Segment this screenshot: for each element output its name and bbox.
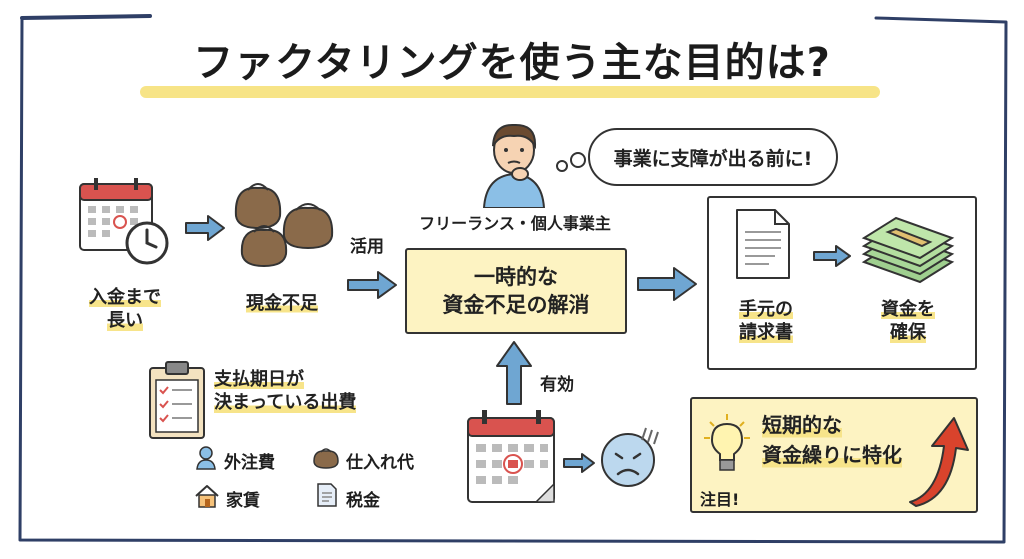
arrow-right-5 [563, 453, 595, 473]
clipboard-icon [149, 361, 205, 439]
center-goal-box: 一時的な 資金不足の解消 [405, 248, 627, 334]
arrow-up [496, 341, 532, 405]
money-stack-icon [861, 216, 955, 284]
person-small-icon [196, 446, 216, 470]
expense-outsourcing: 外注費 [224, 453, 275, 473]
effective-label: 有効 [540, 375, 574, 395]
use-label: 活用 [350, 237, 384, 257]
thought-bubble: 事業に支障が出る前に! [588, 128, 838, 186]
person-icon [482, 123, 546, 208]
cash-shortage-label: 現金不足 [246, 293, 318, 314]
document-icon [736, 209, 790, 279]
expense-tax: 税金 [346, 491, 380, 511]
tip-text: 短期的な 資金繰りに特化 [762, 410, 902, 470]
invoice-label: 手元の 請求書 [739, 298, 793, 345]
expense-purchasing: 仕入れ代 [346, 453, 414, 473]
worried-face-icon [601, 427, 659, 487]
calendar-bottom-icon [467, 410, 555, 503]
long-wait-label: 入金まで 長い [89, 286, 161, 333]
clock-icon [125, 221, 169, 265]
expense-rent: 家賃 [226, 491, 260, 511]
arrow-right-1 [185, 215, 225, 241]
up-arrow-icon [909, 417, 969, 507]
tax-document-icon [317, 483, 337, 507]
coin-purse-small-icon [313, 448, 339, 469]
arrow-right-3 [637, 267, 697, 301]
tip-note: 注目! [700, 490, 740, 509]
secure-funds-label: 資金を 確保 [881, 298, 935, 345]
arrow-right-2 [347, 271, 397, 299]
thought-dot-small [556, 160, 568, 172]
lightbulb-icon [704, 414, 750, 471]
calendar-icon [79, 178, 153, 251]
title-underline [140, 86, 880, 98]
expenses-heading: 支払期日が 決まっている出費 [214, 368, 357, 415]
coin-purse-icon [234, 183, 334, 268]
house-icon [195, 485, 219, 508]
thought-dot-medium [570, 152, 586, 168]
arrow-right-4 [813, 245, 851, 267]
person-label: フリーランス・個人事業主 [419, 214, 611, 233]
page-title: ファクタリングを使う主な目的は? [193, 40, 831, 86]
